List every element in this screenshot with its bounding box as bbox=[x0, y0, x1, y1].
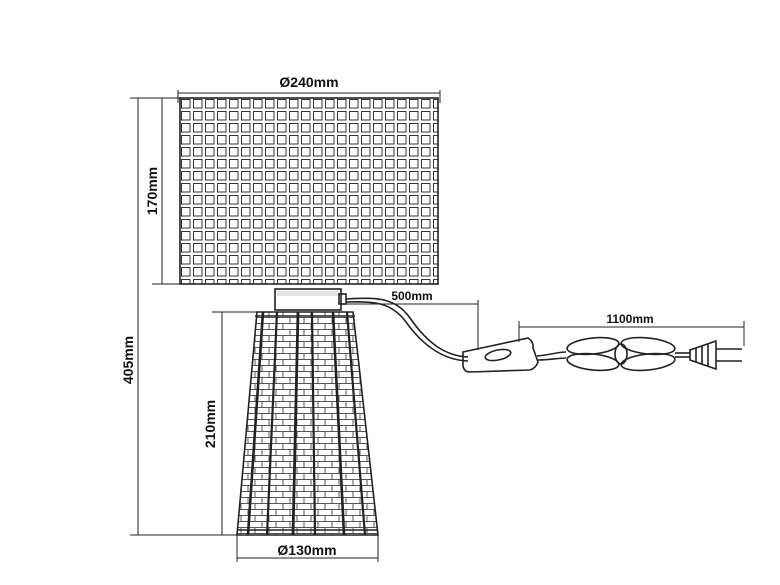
lamp-base bbox=[236, 311, 379, 536]
cable-switch-dimension: 500mm bbox=[346, 289, 479, 350]
shade-height-label: 170mm bbox=[144, 167, 160, 215]
base-diameter-label: Ø130mm bbox=[277, 542, 336, 558]
base-height-dimension: 210mm bbox=[202, 311, 257, 535]
inline-switch bbox=[462, 337, 539, 373]
power-cable bbox=[345, 297, 469, 362]
base-height-label: 210mm bbox=[202, 400, 218, 448]
cable-plug-label: 1100mm bbox=[606, 312, 653, 326]
shade-diameter-label: Ø240mm bbox=[279, 74, 338, 90]
lamp-socket bbox=[274, 288, 347, 311]
lamp-shade bbox=[179, 97, 439, 285]
euro-plug bbox=[689, 339, 742, 371]
cable-switch-label: 500mm bbox=[391, 289, 432, 303]
total-height-label: 405mm bbox=[120, 336, 136, 384]
shade-diameter-dimension: Ø240mm bbox=[177, 74, 441, 103]
total-height-dimension: 405mm bbox=[120, 97, 237, 536]
cable-coil bbox=[536, 336, 690, 372]
base-diameter-dimension: Ø130mm bbox=[236, 535, 379, 562]
shade-height-dimension: 170mm bbox=[144, 97, 180, 285]
cable-plug-dimension: 1100mm bbox=[518, 312, 745, 346]
